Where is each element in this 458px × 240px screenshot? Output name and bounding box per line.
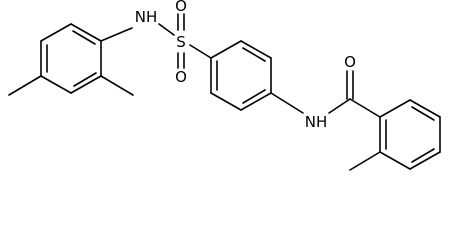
methyl-bond-para xyxy=(8,75,42,96)
double-bond-inner xyxy=(242,89,266,104)
bond xyxy=(409,151,441,170)
sulfur-label: S xyxy=(176,33,186,51)
nh-sulfonamide-label: NH xyxy=(135,8,158,26)
bond xyxy=(328,98,351,114)
molecule-diagram: NH S O O NH O xyxy=(8,0,441,171)
bond xyxy=(210,92,242,111)
oxygen-sulfonyl-top-label: O xyxy=(175,0,187,15)
methyl-bond-ortho xyxy=(100,75,134,96)
amide-group xyxy=(270,70,381,118)
oxygen-sulfonyl-bottom-label: O xyxy=(175,68,187,86)
methylphenyl-ring xyxy=(349,99,441,171)
bond xyxy=(189,44,212,59)
double-bond-inner xyxy=(242,47,266,62)
bond xyxy=(379,151,411,170)
bond xyxy=(409,99,441,118)
structure-drawing: NH S O O NH O xyxy=(8,0,441,171)
bond xyxy=(40,23,72,42)
phenylene-ring xyxy=(210,40,272,111)
bond xyxy=(40,75,72,94)
bond xyxy=(100,27,133,42)
bond xyxy=(270,92,304,114)
bond xyxy=(158,23,175,36)
double-bond-inner xyxy=(72,30,96,45)
oxygen-carbonyl-label: O xyxy=(344,53,356,71)
bond xyxy=(379,99,411,118)
bond xyxy=(210,40,242,59)
bond xyxy=(240,40,272,59)
methyl-bond xyxy=(349,151,381,171)
bond xyxy=(70,23,102,42)
double-bond-inner xyxy=(411,148,435,163)
bond xyxy=(240,92,272,111)
sulfonamide-group xyxy=(100,13,212,69)
bond xyxy=(349,98,381,118)
nh-amide-label: NH xyxy=(305,113,328,131)
bond xyxy=(70,75,102,94)
double-bond-inner xyxy=(411,106,435,121)
dimethylphenyl-ring xyxy=(8,23,134,96)
double-bond-inner xyxy=(73,72,97,87)
